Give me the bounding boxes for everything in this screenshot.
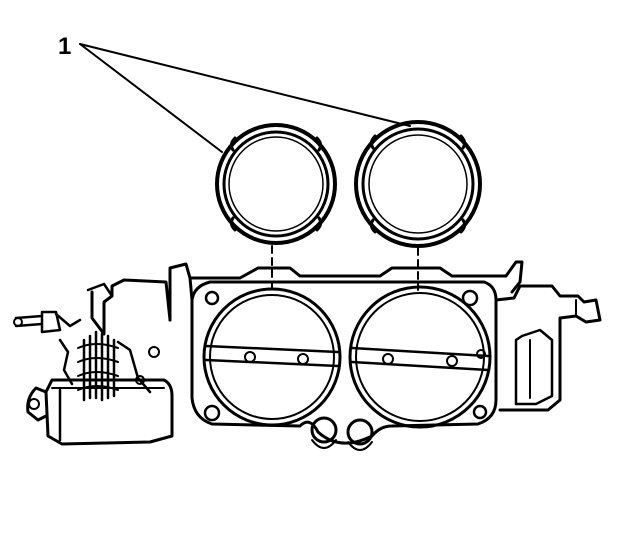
throttle-body-housing [168, 260, 524, 451]
leader-line-left-gasket [79, 43, 223, 153]
leader-line-right-gasket [79, 43, 411, 127]
callout-label-1: 1 [58, 33, 71, 60]
right-side-fitting [494, 284, 602, 412]
callout-1: 1 [58, 33, 411, 153]
gasket-left [215, 123, 337, 245]
left-actuator-assembly [13, 278, 174, 446]
gasket-right [354, 120, 482, 248]
